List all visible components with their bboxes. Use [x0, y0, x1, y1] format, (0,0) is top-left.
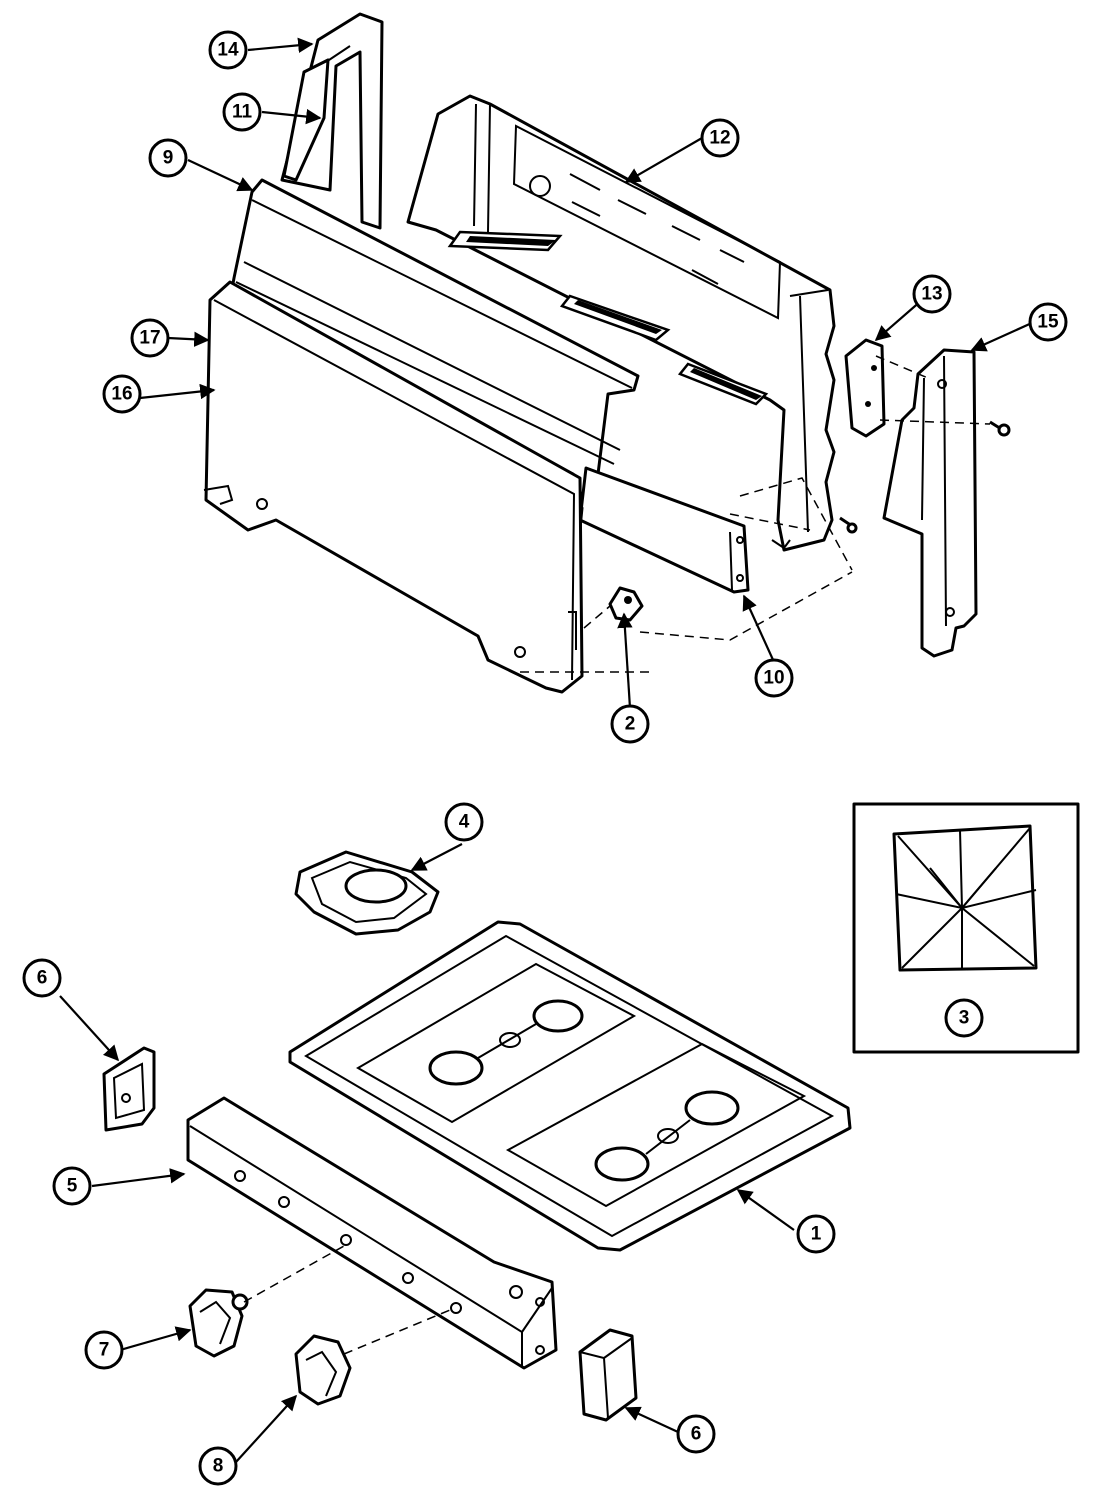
- callout-label: 4: [459, 812, 470, 833]
- callout-label: 13: [921, 284, 942, 305]
- part-10-lower-panel: [578, 466, 750, 594]
- callout-label: 6: [691, 1424, 702, 1445]
- callout-12: 12: [700, 118, 740, 158]
- callout-10: 10: [754, 658, 794, 698]
- callout-label: 12: [709, 128, 730, 149]
- callout-circle: [1028, 302, 1068, 342]
- part-1-cooktop: [288, 920, 852, 1252]
- callout-14: 14: [208, 30, 248, 70]
- callout-circle: [52, 1166, 92, 1206]
- alignment-line-upper-3: [583, 605, 611, 629]
- callout-11: 11: [222, 92, 262, 132]
- callout-label: 7: [99, 1340, 110, 1361]
- callout-circle: [130, 318, 170, 358]
- callout-7: 7: [84, 1330, 124, 1370]
- alignment-line-upper-1: [739, 477, 853, 571]
- callout-label: 11: [232, 102, 253, 123]
- callout-5: 5: [52, 1166, 92, 1206]
- part-6-cover-right: [578, 1328, 638, 1422]
- alignment-line-upper-4: [639, 571, 853, 641]
- callout-label: 3: [959, 1008, 970, 1029]
- callout-label: 9: [163, 148, 174, 169]
- callout-circle: [222, 92, 262, 132]
- callout-15: 15: [1028, 302, 1068, 342]
- callout-label: 10: [763, 668, 784, 689]
- alignment-line-lower-2: [343, 1309, 451, 1355]
- part-12-backguard-frame: [406, 94, 836, 552]
- callout-leaders: [59, 37, 1035, 1463]
- callout-2: 2: [610, 704, 650, 744]
- burner-holes: [428, 999, 740, 1182]
- callout-17: 17: [130, 318, 170, 358]
- callout-label: 17: [139, 328, 160, 349]
- callout-circle: [944, 998, 984, 1038]
- part-7-knob: [188, 1288, 249, 1358]
- callout-1: 1: [796, 1214, 836, 1254]
- callout-circle: [148, 138, 188, 178]
- callout-label: 1: [811, 1224, 822, 1245]
- part-4-drip-pan: [294, 850, 440, 936]
- callout-16: 16: [102, 374, 142, 414]
- callout-circle: [444, 802, 484, 842]
- callout-label: 8: [213, 1456, 224, 1477]
- part-5-manifold-panel: [186, 1096, 558, 1370]
- screw-mid: [839, 516, 858, 534]
- callout-label: 2: [625, 714, 636, 735]
- callout-label: 6: [37, 968, 48, 989]
- callout-label: 15: [1037, 312, 1059, 333]
- alignment-line-upper-2: [729, 513, 811, 531]
- callout-3: 3: [944, 998, 984, 1038]
- part-2-clip: [608, 586, 644, 622]
- callout-circle: [796, 1214, 836, 1254]
- callout-9: 9: [148, 138, 188, 178]
- callout-circle: [22, 958, 62, 998]
- callout-label: 5: [67, 1176, 78, 1197]
- callout-label: 16: [111, 384, 132, 405]
- part-16-bottom-panel: [203, 280, 584, 694]
- callout-13: 13: [912, 274, 952, 314]
- callout-8: 8: [198, 1446, 238, 1486]
- callout-4: 4: [444, 802, 484, 842]
- screw-right-upper: [989, 420, 1011, 437]
- callout-circle: [84, 1330, 124, 1370]
- callout-circle: [912, 274, 952, 314]
- callout-circle: [700, 118, 740, 158]
- callout-circle: [208, 30, 248, 70]
- callout-circle: [198, 1446, 238, 1486]
- callout-circle: [754, 658, 794, 698]
- alignment-line-upper-6: [875, 355, 991, 425]
- part-8-knob: [294, 1334, 352, 1406]
- callout-circle: [610, 704, 650, 744]
- callout-circle: [676, 1414, 716, 1454]
- callout-6a: 6: [22, 958, 62, 998]
- part-15-end-cap: [882, 348, 978, 658]
- callout-6b: 6: [676, 1414, 716, 1454]
- part-13-bracket: [844, 338, 886, 438]
- callout-circle: [102, 374, 142, 414]
- callout-label: 14: [217, 40, 239, 61]
- part-6-end-bracket-left: [102, 1046, 156, 1132]
- alignment-line-lower-1: [243, 1245, 345, 1303]
